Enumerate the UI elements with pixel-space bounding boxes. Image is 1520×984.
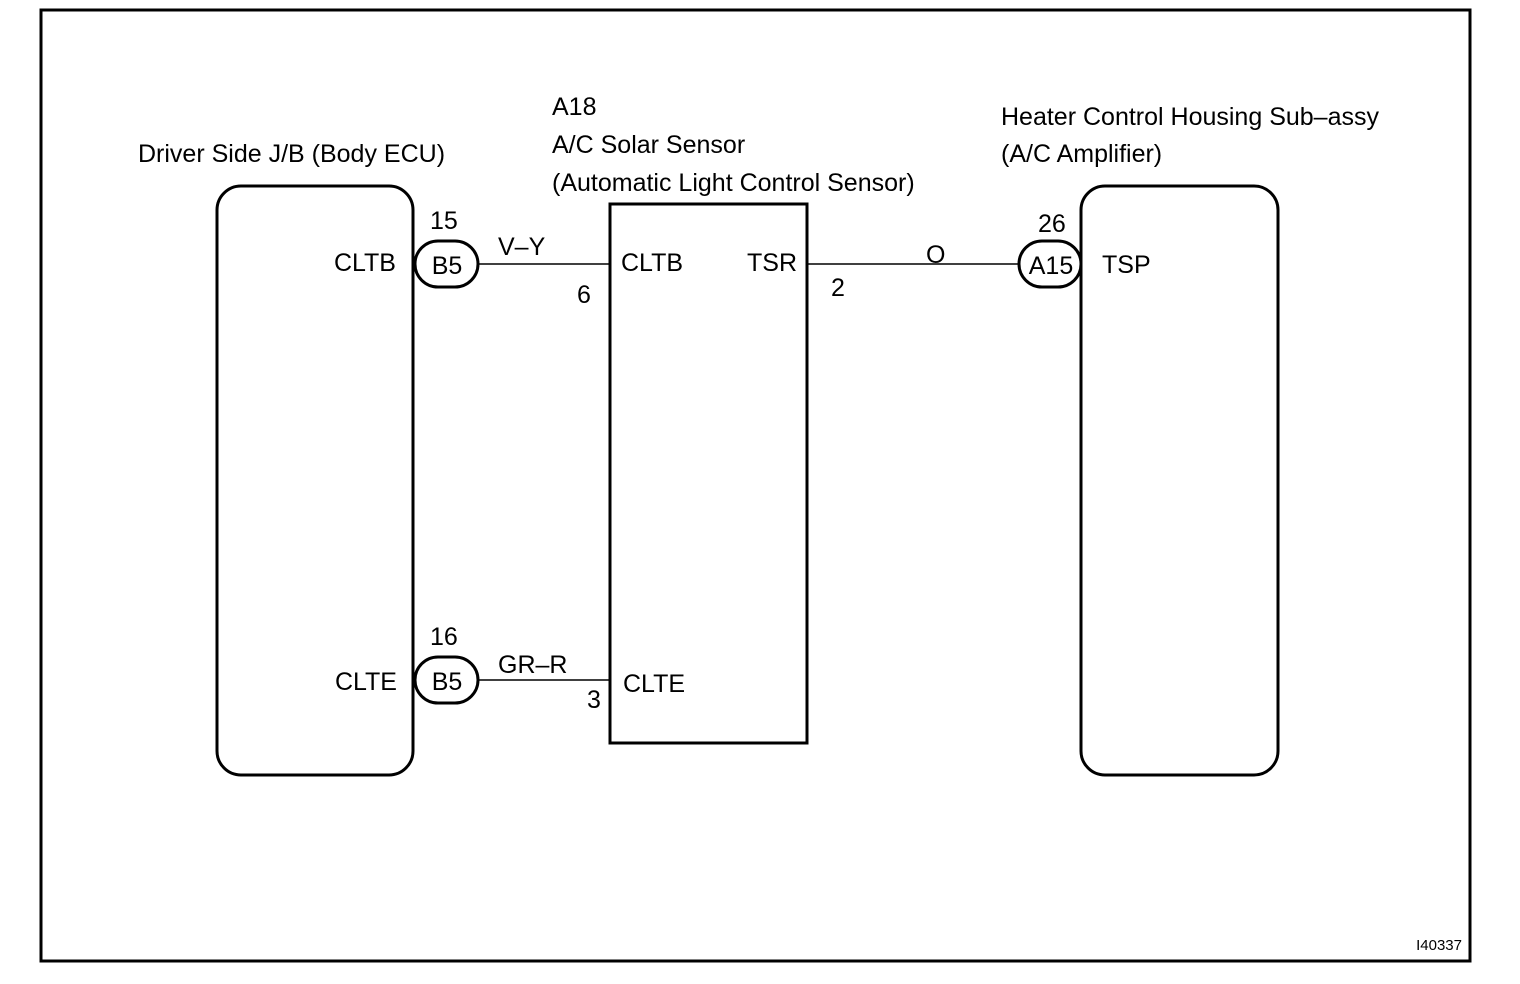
solar-sensor-pin-tsr: TSR: [747, 249, 797, 277]
amplifier-pin-tsp: TSP: [1102, 251, 1151, 279]
solar-sensor-code: A18: [552, 93, 596, 121]
connector-b5-top-pin: 15: [430, 207, 458, 235]
solar-sensor-box: [608, 202, 809, 745]
wire-clte-sensor-pin: 3: [587, 686, 601, 714]
figure-id: I40337: [1416, 937, 1462, 954]
solar-sensor-title-2: (Automatic Light Control Sensor): [552, 169, 915, 197]
solar-sensor-pin-clte: CLTE: [623, 670, 685, 698]
wire-cltb-sensor-pin: 6: [577, 281, 591, 309]
wire-tsr-sensor-pin: 2: [831, 274, 845, 302]
connector-a15-pin: 26: [1038, 210, 1066, 238]
connector-b5-bottom: [413, 655, 480, 705]
amplifier-title-2: (A/C Amplifier): [1001, 140, 1162, 168]
diagram-frame: [39, 8, 1472, 963]
connector-a15-label: A15: [1029, 252, 1073, 280]
connector-b5-bottom-pin: 16: [430, 623, 458, 651]
body-ecu-box: [215, 184, 415, 777]
body-ecu-title: Driver Side J/B (Body ECU): [138, 140, 445, 168]
connector-b5-top: [413, 239, 480, 289]
amplifier-title-1: Heater Control Housing Sub–assy: [1001, 103, 1379, 131]
body-ecu-pin-cltb: CLTB: [334, 249, 396, 277]
wire-clte-color: GR–R: [498, 651, 567, 679]
connector-b5-top-label: B5: [432, 252, 463, 280]
connector-a15: [1017, 239, 1083, 289]
connector-b5-bottom-label: B5: [432, 668, 463, 696]
amplifier-box: [1079, 184, 1280, 777]
body-ecu-pin-clte: CLTE: [335, 668, 397, 696]
wire-tsr-color: O: [926, 241, 945, 269]
wire-cltb-color: V–Y: [498, 233, 546, 261]
solar-sensor-title-1: A/C Solar Sensor: [552, 131, 745, 159]
solar-sensor-pin-cltb: CLTB: [621, 249, 683, 277]
